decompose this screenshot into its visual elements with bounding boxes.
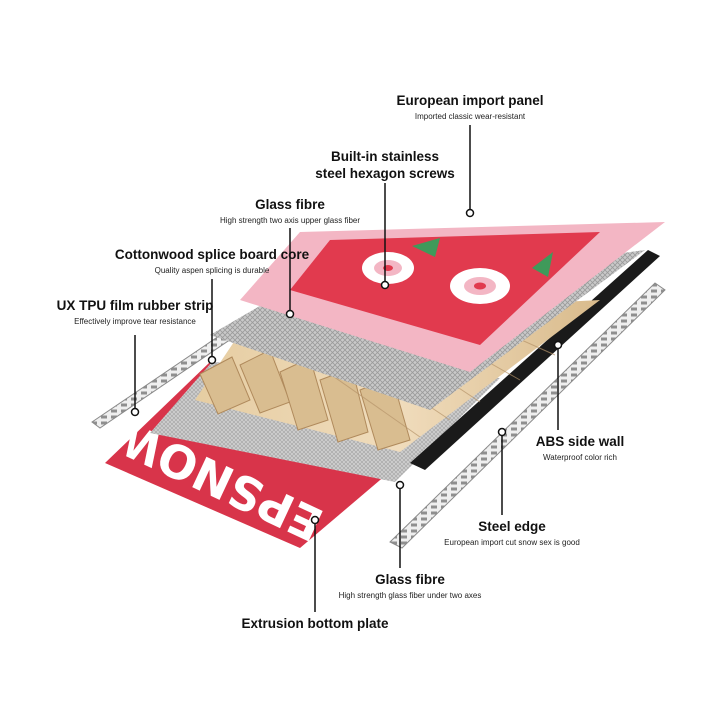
label-bottom-plate-title: Extrusion bottom plate (241, 616, 389, 631)
dot-abs (553, 340, 563, 350)
label-core: Cottonwood splice board core Quality asp… (72, 246, 352, 276)
label-glass-bottom: Glass fibre High strength glass fiber un… (310, 571, 510, 601)
label-european-panel: European import panel Imported classic w… (370, 92, 570, 122)
label-european-panel-sub: Imported classic wear-resistant (414, 112, 526, 121)
label-screws-line1: Built-in stainless (330, 149, 440, 164)
steel-edge-right (389, 282, 666, 549)
graphic-green-leaf-2 (532, 252, 553, 277)
dot-core (207, 355, 217, 365)
graphic-green-leaf-1 (412, 238, 440, 257)
label-bottom-plate: Extrusion bottom plate (210, 615, 420, 632)
label-core-sub: Quality aspen splicing is durable (154, 266, 270, 275)
dot-bottom-plate (310, 515, 320, 525)
leader-dots (130, 208, 563, 525)
dot-european-panel (465, 208, 475, 218)
label-tpu-sub: Effectively improve tear resistance (74, 317, 196, 326)
label-glass-top-title: Glass fibre (255, 197, 325, 212)
label-steel-edge: Steel edge European import cut snow sex … (412, 518, 612, 548)
label-core-title: Cottonwood splice board core (114, 247, 310, 262)
top-panel (240, 222, 665, 372)
label-tpu: UX TPU film rubber strip Effectively imp… (20, 297, 250, 327)
label-tpu-title: UX TPU film rubber strip (56, 298, 214, 313)
dot-glass-bottom (395, 480, 405, 490)
abs-side-wall (410, 250, 660, 470)
label-screws-line2: steel hexagon screws (315, 166, 455, 181)
label-steel-edge-sub: European import cut snow sex is good (444, 538, 580, 547)
label-abs: ABS side wall Waterproof color rich (500, 433, 660, 463)
label-glass-top-sub: High strength two axis upper glass fiber (219, 216, 361, 225)
label-european-panel-title: European import panel (396, 93, 544, 108)
dot-tpu (130, 407, 140, 417)
label-glass-bottom-sub: High strength glass fiber under two axes (338, 591, 482, 600)
label-steel-edge-title: Steel edge (478, 519, 546, 534)
graphic-eye-right (450, 268, 510, 304)
label-glass-top: Glass fibre High strength two axis upper… (190, 196, 390, 226)
label-glass-bottom-title: Glass fibre (375, 572, 445, 587)
label-abs-title: ABS side wall (535, 434, 625, 449)
dot-glass-top (285, 309, 295, 319)
graphic-eye-left (362, 252, 414, 284)
label-screws: Built-in stainless steel hexagon screws (295, 148, 475, 182)
label-abs-sub: Waterproof color rich (543, 453, 617, 462)
dot-steel-edge (497, 427, 507, 437)
leader-lines (134, 125, 559, 612)
dot-screws (380, 280, 390, 290)
